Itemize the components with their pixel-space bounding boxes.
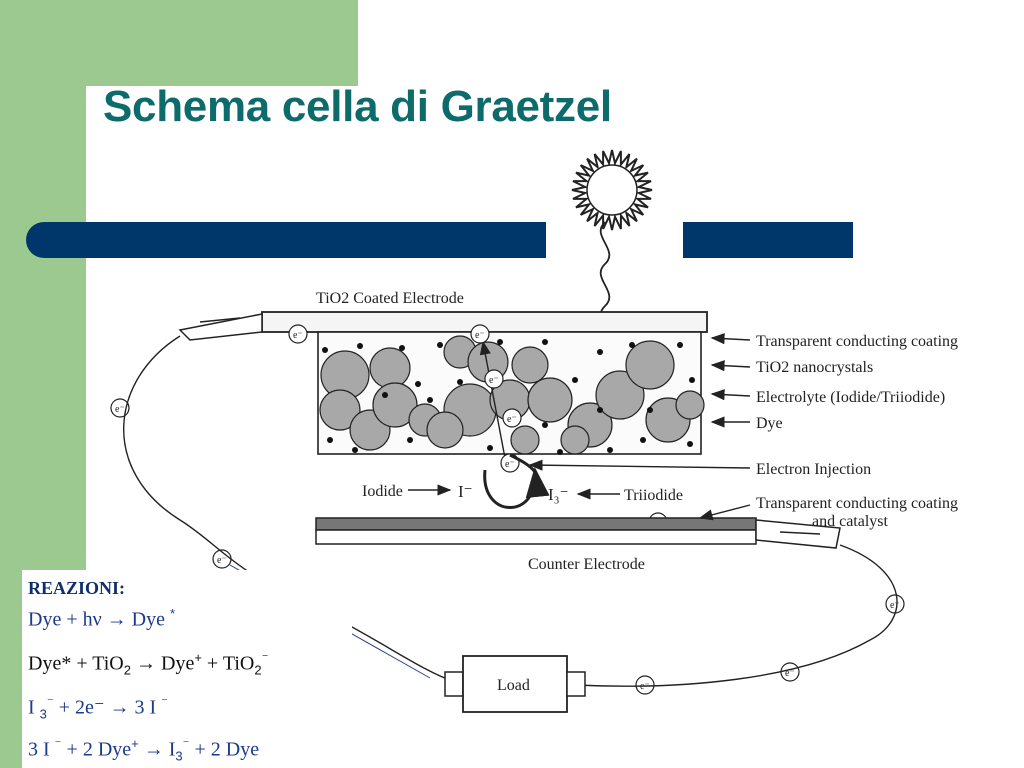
reaction-3: I 3⁻ + 2e⁻ → 3 I ⁻ [28, 694, 169, 722]
sun-icon [571, 149, 653, 231]
reactions-header: REAZIONI: [28, 578, 126, 598]
label-load: Load [497, 677, 530, 694]
title-underline-bar-right [683, 222, 853, 258]
svg-text:e⁻: e⁻ [507, 414, 517, 425]
reaction-1: Dye + hν → Dye * [28, 606, 176, 631]
svg-text:Electron Injection: Electron Injection [756, 461, 871, 478]
svg-text:e⁻: e⁻ [785, 668, 795, 679]
svg-text:e⁻: e⁻ [489, 375, 499, 386]
tio2-nanocrystal-cluster [319, 335, 705, 455]
clip-left [178, 313, 263, 341]
reactions-box: REAZIONI: Dye + hν → Dye * Dye* + TiO2 →… [22, 570, 352, 768]
svg-text:Transparent conducting coating: Transparent conducting coating [756, 333, 958, 350]
svg-text:e⁻: e⁻ [115, 404, 125, 415]
slide-title: Schema cella di Graetzel [103, 82, 612, 131]
svg-text:e⁻: e⁻ [475, 330, 485, 341]
dye-dots [322, 339, 695, 455]
electron-path-arrow [479, 340, 506, 459]
redox-cycle [483, 467, 550, 509]
label-iodide: Iodide [362, 483, 403, 500]
electron-markers: e⁻ e⁻ e⁻ e⁻ e⁻ e⁻ e⁻ e⁻ e⁻ e⁻ e⁻ [110, 324, 905, 695]
external-circuit-wire [123, 335, 456, 683]
svg-text:e⁻: e⁻ [505, 459, 515, 470]
label-counter-electrode: Counter Electrode [528, 556, 645, 573]
title-underline-bar-left [26, 222, 546, 258]
svg-text:and catalyst: and catalyst [812, 513, 889, 530]
svg-text:TiO2 nanocrystals: TiO2 nanocrystals [756, 359, 873, 376]
label-iodide-ion: I⁻ [458, 482, 473, 501]
svg-text:Electrolyte (Iodide/Triiodide): Electrolyte (Iodide/Triiodide) [756, 389, 945, 406]
top-accent-green [0, 0, 358, 86]
reaction-2: Dye* + TiO2 → Dye+ + TiO2⁻ [28, 650, 269, 678]
counter-electrode-plate [315, 517, 757, 531]
right-labels: Transparent conducting coating TiO2 nano… [528, 333, 958, 530]
label-triiodide: Triiodide [624, 487, 683, 504]
svg-text:e⁻: e⁻ [293, 330, 303, 341]
svg-text:e⁻: e⁻ [217, 555, 227, 566]
label-triiodide-ion: I₃⁻ [548, 485, 569, 504]
label-tio2-electrode: TiO2 Coated Electrode [316, 290, 464, 307]
clip-right [755, 519, 841, 549]
svg-text:e⁻: e⁻ [890, 600, 900, 611]
reaction-4: 3 I ⁻ + 2 Dye+ → I3⁻ + 2 Dye [28, 736, 260, 764]
svg-text:Dye: Dye [756, 415, 783, 432]
load-box: Load [444, 655, 586, 713]
svg-text:Transparent conducting coating: Transparent conducting coating [756, 495, 958, 512]
